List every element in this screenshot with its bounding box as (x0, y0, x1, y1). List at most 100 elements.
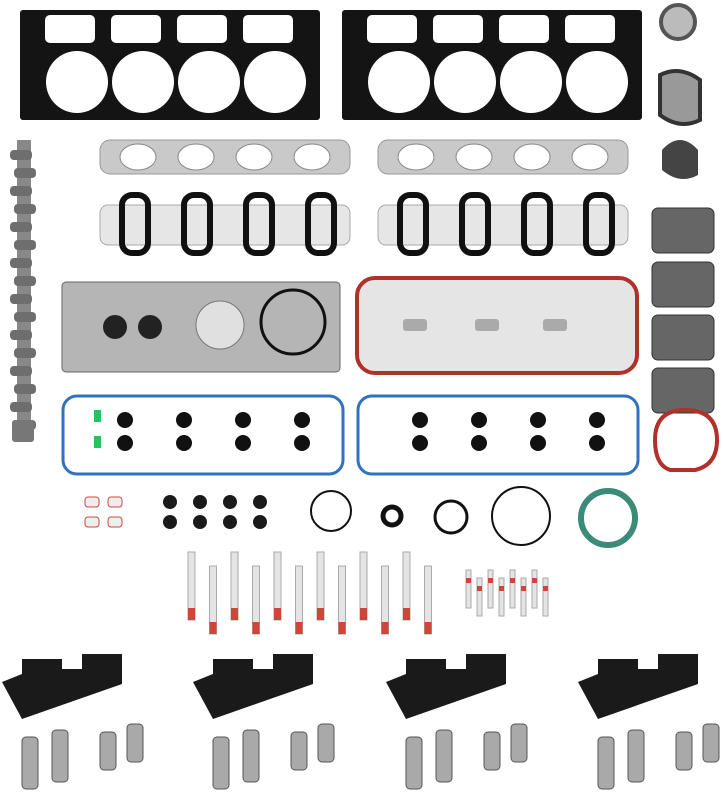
camshaft (10, 140, 36, 442)
cylinder-bore (244, 51, 306, 113)
small-bolt (476, 577, 483, 617)
cylinder-bore (368, 51, 430, 113)
hydraulic-lifter (126, 723, 144, 763)
hydraulic-lifter (290, 731, 308, 771)
bolt-thread (188, 608, 195, 620)
cam-lobe (14, 276, 36, 286)
cam-journal (12, 420, 34, 442)
small-gasket (475, 319, 499, 331)
small-bolt (487, 569, 494, 609)
intake-port-seal (459, 192, 491, 256)
cam-lobe (14, 204, 36, 214)
exhaust-port (513, 143, 551, 171)
exhaust-gasket-body (377, 139, 629, 175)
cam-lobe (10, 366, 32, 376)
cam-lobe (10, 186, 32, 196)
cam-lobe (10, 258, 32, 268)
cam-lobe (14, 312, 36, 322)
green-seal-ring (578, 488, 638, 548)
coolant-port (367, 15, 417, 43)
valve-cover-grommet (235, 435, 251, 451)
o-ring (380, 504, 404, 528)
lifter-guide-tray (193, 654, 313, 719)
valve-cover-grommet (235, 412, 251, 428)
exhaust-gasket-body (99, 139, 351, 175)
valve-seal (193, 515, 207, 529)
valve-cover-gasket-body (61, 394, 345, 476)
cover-plate-3 (651, 314, 715, 361)
green-seal (94, 410, 101, 422)
intake-port-seal (583, 192, 615, 256)
valve-seal (223, 515, 237, 529)
hydraulic-lifter (405, 736, 423, 790)
bolt-thread (274, 608, 281, 620)
head-gasket-2 (342, 10, 642, 120)
cover-plate-4 (651, 367, 715, 414)
valve-seal (223, 495, 237, 509)
coolant-port (45, 15, 95, 43)
valve-seal (163, 515, 177, 529)
bolt-seal (107, 516, 123, 528)
exhaust-port (119, 143, 157, 171)
intake-gasket-1 (99, 192, 351, 256)
hydraulic-lifter (435, 729, 453, 783)
bolt-thread (360, 608, 367, 620)
cylinder-bore (500, 51, 562, 113)
cam-lobe (14, 384, 36, 394)
cylinder-bore (566, 51, 628, 113)
intake-port-seal (119, 192, 151, 256)
valve-seal (163, 495, 177, 509)
hydraulic-lifter (510, 723, 528, 763)
cam-shaft (17, 140, 31, 440)
small-bolt (498, 577, 505, 617)
valve-seal (253, 495, 267, 509)
valve-cover-grommet (471, 435, 487, 451)
bolt-thread (488, 578, 493, 583)
hydraulic-lifter (51, 729, 69, 783)
cam-lobe (14, 168, 36, 178)
exhaust-port (235, 143, 273, 171)
cover-plate-1 (651, 207, 715, 254)
bolt-thread (510, 578, 515, 583)
bolt-thread (295, 622, 303, 634)
bolt-thread (477, 586, 482, 591)
cam-lobe (10, 330, 32, 340)
valve-cover-grommet (589, 412, 605, 428)
valve-cover-grommet (412, 435, 428, 451)
intake-port-seal (397, 192, 429, 256)
bolt-seal (107, 496, 123, 508)
valve-cover-grommet (176, 435, 192, 451)
bolt-thread (499, 586, 504, 591)
head-gasket-1 (20, 10, 320, 120)
coolant-port (177, 15, 227, 43)
grommet (103, 315, 127, 339)
timing-cover-gasket (652, 407, 720, 472)
cam-lobe (10, 150, 32, 160)
green-seal (94, 436, 101, 448)
cam-lobe (10, 294, 32, 304)
lifter-guide-tray (386, 654, 506, 719)
intake-port-seal (521, 192, 553, 256)
cylinder-bore (46, 51, 108, 113)
small-bolt (465, 569, 472, 609)
bolt-thread (317, 608, 324, 620)
valve-cover-grommet (412, 412, 428, 428)
valve-seal (253, 515, 267, 529)
cover-plate-2 (651, 261, 715, 308)
valve-cover-gasket-2 (356, 394, 640, 476)
bolt-thread (338, 622, 346, 634)
bolt-thread (466, 578, 471, 583)
intake-port-seal (305, 192, 337, 256)
small-gasket (403, 319, 427, 331)
lifter-guide-tray (578, 654, 698, 719)
valley-plate-gasket (61, 281, 341, 373)
intake-port-seal (243, 192, 275, 256)
hydraulic-lifter (242, 729, 260, 783)
lifter-set-2 (193, 654, 335, 790)
intake-port-seal (181, 192, 213, 256)
oil-pump-gasket (662, 140, 698, 179)
hydraulic-lifter (212, 736, 230, 790)
exhaust-port (177, 143, 215, 171)
exhaust-port (397, 143, 435, 171)
valve-cover-grommet (530, 435, 546, 451)
